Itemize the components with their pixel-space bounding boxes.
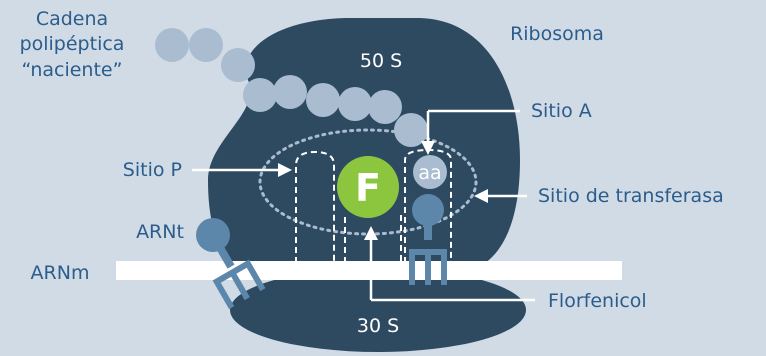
chain-bead bbox=[155, 28, 189, 62]
ribosome-label: Ribosoma bbox=[510, 23, 604, 45]
chain-bead bbox=[221, 48, 255, 82]
trna-head bbox=[196, 218, 230, 252]
chain-bead bbox=[243, 78, 277, 112]
chain-label-line3: “naciente” bbox=[22, 59, 123, 81]
mrna-label: ARNm bbox=[31, 262, 90, 284]
chain-label-line2: polipéptica bbox=[20, 33, 125, 55]
chain-bead bbox=[338, 87, 372, 121]
small-subunit-30s bbox=[230, 268, 526, 352]
pointer-arrows bbox=[192, 109, 535, 302]
trna-free bbox=[196, 218, 266, 310]
polypeptide-chain bbox=[155, 28, 428, 147]
florfenicol-drug bbox=[337, 156, 399, 218]
chain-bead bbox=[273, 75, 307, 109]
p-site-outline bbox=[295, 150, 335, 263]
florfenicol-label: Florfenicol bbox=[548, 290, 647, 312]
chain-bead bbox=[306, 83, 340, 117]
small-subunit-label: 30 S bbox=[357, 315, 399, 337]
chain-bead bbox=[189, 28, 223, 62]
mrna-strand bbox=[116, 261, 622, 280]
amino-acid-bead bbox=[413, 155, 447, 189]
amino-acid-label: aa bbox=[418, 162, 441, 184]
chain-bead bbox=[368, 90, 402, 124]
chain-bead bbox=[394, 113, 428, 147]
drug-site-outline bbox=[344, 215, 402, 263]
large-subunit-label: 50 S bbox=[360, 50, 402, 72]
trna-a-site bbox=[409, 194, 447, 285]
trna-head bbox=[412, 194, 444, 226]
transferase-site-label: Sitio de transferasa bbox=[538, 185, 724, 207]
chain-label-line1: Cadena bbox=[36, 8, 108, 30]
drug-letter: F bbox=[355, 166, 381, 210]
trna-label: ARNt bbox=[136, 221, 184, 243]
site-p-label: Sitio P bbox=[123, 159, 182, 181]
site-a-label: Sitio A bbox=[531, 100, 592, 122]
